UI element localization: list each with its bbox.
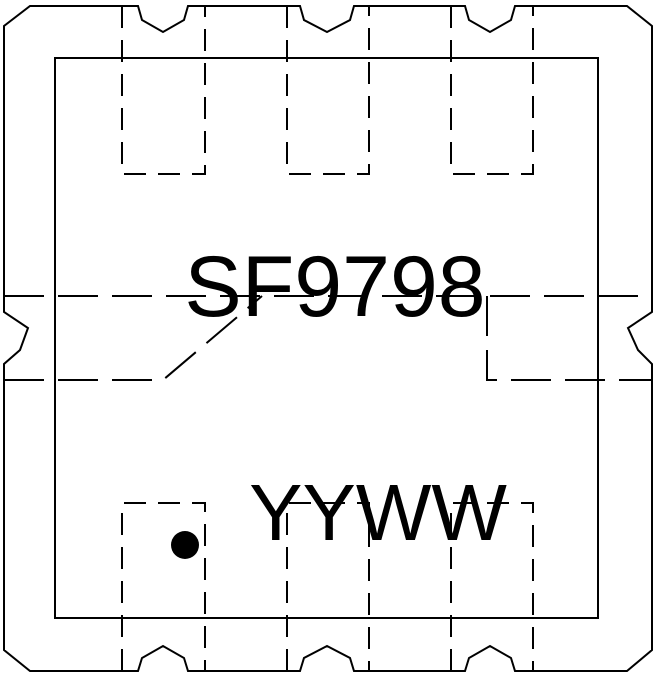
bottom-pad-3 (450, 502, 534, 671)
bottom-pad-1 (121, 502, 206, 671)
bottom-pad-2 (286, 502, 370, 671)
date-code-label: YYWW (249, 468, 507, 557)
part-number-label: SF9798 (184, 239, 485, 335)
center-ground-pad-right (486, 296, 652, 381)
top-pad-1 (121, 6, 206, 175)
pin-1-indicator-dot (171, 531, 199, 559)
top-pad-2 (286, 6, 370, 175)
center-ground-pad-left-lower (4, 295, 263, 381)
top-pad-3 (450, 6, 534, 175)
package-body-outline (54, 57, 599, 619)
package-outer-outline (3, 5, 653, 672)
